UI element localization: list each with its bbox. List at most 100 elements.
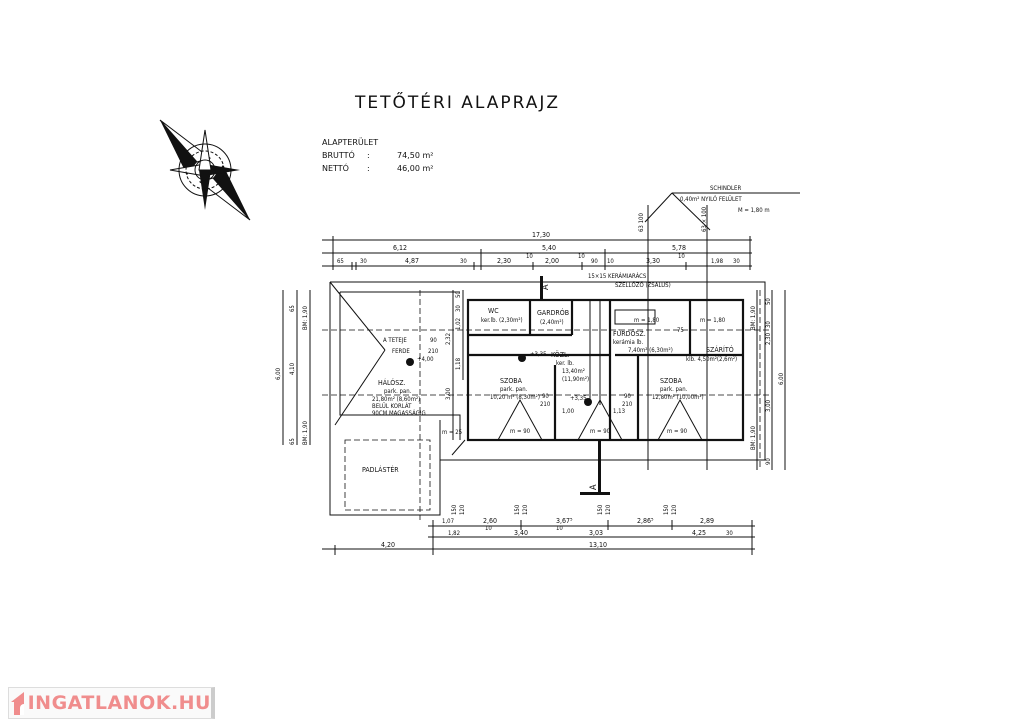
svg-text:2,32: 2,32 (445, 333, 452, 345)
room-hallway: KÖZL. ker. lb. 13,40m² (11,90m²) (551, 350, 589, 383)
section-marker-bottom: A (580, 440, 610, 495)
svg-text:park. pan.: park. pan. (660, 386, 688, 393)
svg-text:BELÜL KORLÁT: BELÜL KORLÁT (372, 403, 412, 410)
inner-dimensions: 2,32 3,00 1,18 1,02 50 30 (445, 290, 464, 440)
vent-note: SZELLŐZŐ (ZSALUS) (615, 282, 671, 289)
svg-text:150: 150 (663, 504, 670, 515)
svg-text:(11,90m²): (11,90m²) (562, 376, 589, 383)
svg-text:150: 150 (514, 504, 521, 515)
svg-text:m = 90: m = 90 (590, 428, 611, 435)
svg-text:BM: 1,90: BM: 1,90 (302, 306, 309, 330)
svg-text:park. pan.: park. pan. (384, 388, 412, 395)
svg-text:A: A (589, 484, 599, 490)
svg-text:HÁLÓSZ.: HÁLÓSZ. (378, 378, 406, 387)
area-summary: ALAPTERÜLET BRUTTÓ:74,50 m² NETTÓ:46,00 … (322, 136, 433, 175)
svg-text:90: 90 (765, 458, 772, 465)
room-bathroom: FÜRDŐSZ. kerámia lb. 7,40m² (6,30m²) (613, 329, 673, 354)
svg-text:2,60: 2,60 (483, 517, 497, 525)
svg-text:4,87: 4,87 (405, 257, 419, 265)
svg-text:30: 30 (765, 321, 772, 328)
svg-text:4,25: 4,25 (692, 529, 706, 537)
svg-text:30: 30 (460, 258, 467, 265)
svg-text:1,07: 1,07 (442, 518, 454, 525)
svg-text:1,18: 1,18 (455, 357, 462, 370)
svg-text:13,10: 13,10 (589, 541, 607, 549)
room-room-1: SZOBA park. pan. 10,20 m² (8,30m²) (490, 377, 540, 401)
area-sep: : (367, 164, 370, 173)
svg-text:5,40: 5,40 (542, 244, 556, 252)
compass-rose-icon (159, 119, 251, 221)
svg-text:BM: 1,90: BM: 1,90 (750, 306, 757, 330)
svg-text:10: 10 (678, 253, 685, 260)
svg-text:FÜRDŐSZ.: FÜRDŐSZ. (613, 329, 646, 338)
svg-text:10: 10 (556, 525, 563, 532)
svg-text:63 100: 63 100 (638, 213, 645, 232)
building-outline (322, 281, 770, 520)
svg-text:SZOBA: SZOBA (500, 377, 523, 385)
svg-text:m = 90: m = 90 (510, 428, 531, 435)
svg-text:1,02: 1,02 (455, 318, 462, 330)
svg-text:ker. lb.: ker. lb. (556, 360, 574, 367)
svg-text:6,00: 6,00 (275, 367, 282, 380)
svg-text:ker.lb. (2,30m²): ker.lb. (2,30m²) (481, 317, 523, 324)
svg-text:4,10: 4,10 (289, 362, 296, 375)
svg-text:150: 150 (597, 504, 604, 515)
svg-text:30: 30 (726, 530, 733, 537)
svg-text:3,00: 3,00 (765, 399, 772, 412)
svg-text:5,78: 5,78 (672, 244, 686, 252)
plan-notes: A TETEJE FERDE 90 210 BELÜL KORLÁT 90CM … (372, 317, 726, 436)
svg-text:SZÁRÍTÓ: SZÁRÍTÓ (706, 345, 734, 354)
svg-text:+3,35: +3,35 (530, 351, 547, 358)
svg-text:10: 10 (607, 258, 614, 265)
svg-text:WC: WC (488, 307, 499, 315)
svg-text:12,80m² (10,00m²): 12,80m² (10,00m²) (652, 394, 704, 401)
room-gardrob: GARDRÓB (2,40m²) (537, 308, 569, 326)
svg-text:3,30: 3,30 (646, 257, 660, 265)
svg-text:7,40m² (6,30m²): 7,40m² (6,30m²) (628, 347, 673, 354)
svg-text:210: 210 (622, 401, 633, 408)
svg-text:6,12: 6,12 (393, 244, 407, 252)
svg-text:90: 90 (591, 258, 598, 265)
schindler-window-note: SCHINDLER 0,40m² NYILÓ FELÜLET M = 1,80 … (638, 185, 800, 470)
svg-text:90: 90 (430, 337, 437, 344)
section-marker-top: A (540, 276, 551, 301)
room-room-2: SZOBA park. pan. 12,80m² (10,00m²) (652, 377, 704, 401)
svg-text:KÖZL.: KÖZL. (551, 350, 570, 359)
svg-text:m = 25: m = 25 (442, 429, 462, 436)
svg-text:2,30: 2,30 (497, 257, 511, 265)
svg-text:65: 65 (289, 438, 296, 445)
area-row-brutto: BRUTTÓ:74,50 m² (322, 149, 433, 162)
left-dimensions: 6,00 4,10 65 BM: 1,90 BM: 1,90 65 (275, 290, 311, 445)
svg-text:120: 120 (605, 504, 612, 515)
area-value: 74,50 m² (397, 151, 434, 160)
svg-text:210: 210 (540, 401, 551, 408)
room-bedroom: HÁLÓSZ. park. pan. 21,80m² (8,60m²) (372, 378, 420, 403)
svg-text:2,89: 2,89 (700, 517, 714, 525)
svg-text:m = 1,80: m = 1,80 (634, 317, 660, 324)
svg-text:1,00: 1,00 (562, 408, 575, 415)
area-value: 46,00 m² (397, 164, 434, 173)
svg-text:90CM MAGASSÁGIG: 90CM MAGASSÁGIG (372, 410, 426, 417)
svg-text:SZOBA: SZOBA (660, 377, 683, 385)
svg-text:+3,35: +3,35 (570, 395, 587, 402)
svg-text:90: 90 (542, 393, 549, 400)
svg-text:63 × 100: 63 × 100 (701, 206, 708, 232)
area-label: BRUTTÓ (322, 151, 355, 160)
svg-text:2,86⁵: 2,86⁵ (637, 517, 654, 525)
svg-text:210: 210 (428, 348, 439, 355)
svg-text:30: 30 (455, 305, 462, 312)
svg-text:30: 30 (360, 258, 367, 265)
svg-text:m = 90: m = 90 (667, 428, 688, 435)
svg-text:30: 30 (733, 258, 740, 265)
svg-text:50: 50 (455, 291, 462, 298)
svg-text:21,80m² (8,60m²): 21,80m² (8,60m²) (372, 396, 420, 403)
house-icon (11, 692, 24, 715)
svg-text:120: 120 (459, 504, 466, 515)
svg-text:3,67⁵: 3,67⁵ (556, 517, 573, 525)
svg-text:10,20 m² (8,30m²): 10,20 m² (8,30m²) (490, 394, 540, 401)
svg-text:13,40m²: 13,40m² (562, 368, 585, 375)
svg-text:1,98: 1,98 (711, 258, 724, 265)
svg-text:1,13: 1,13 (613, 408, 625, 415)
svg-text:+4,00: +4,00 (417, 356, 434, 363)
room-attic: PADLÁSTÉR (362, 465, 399, 474)
